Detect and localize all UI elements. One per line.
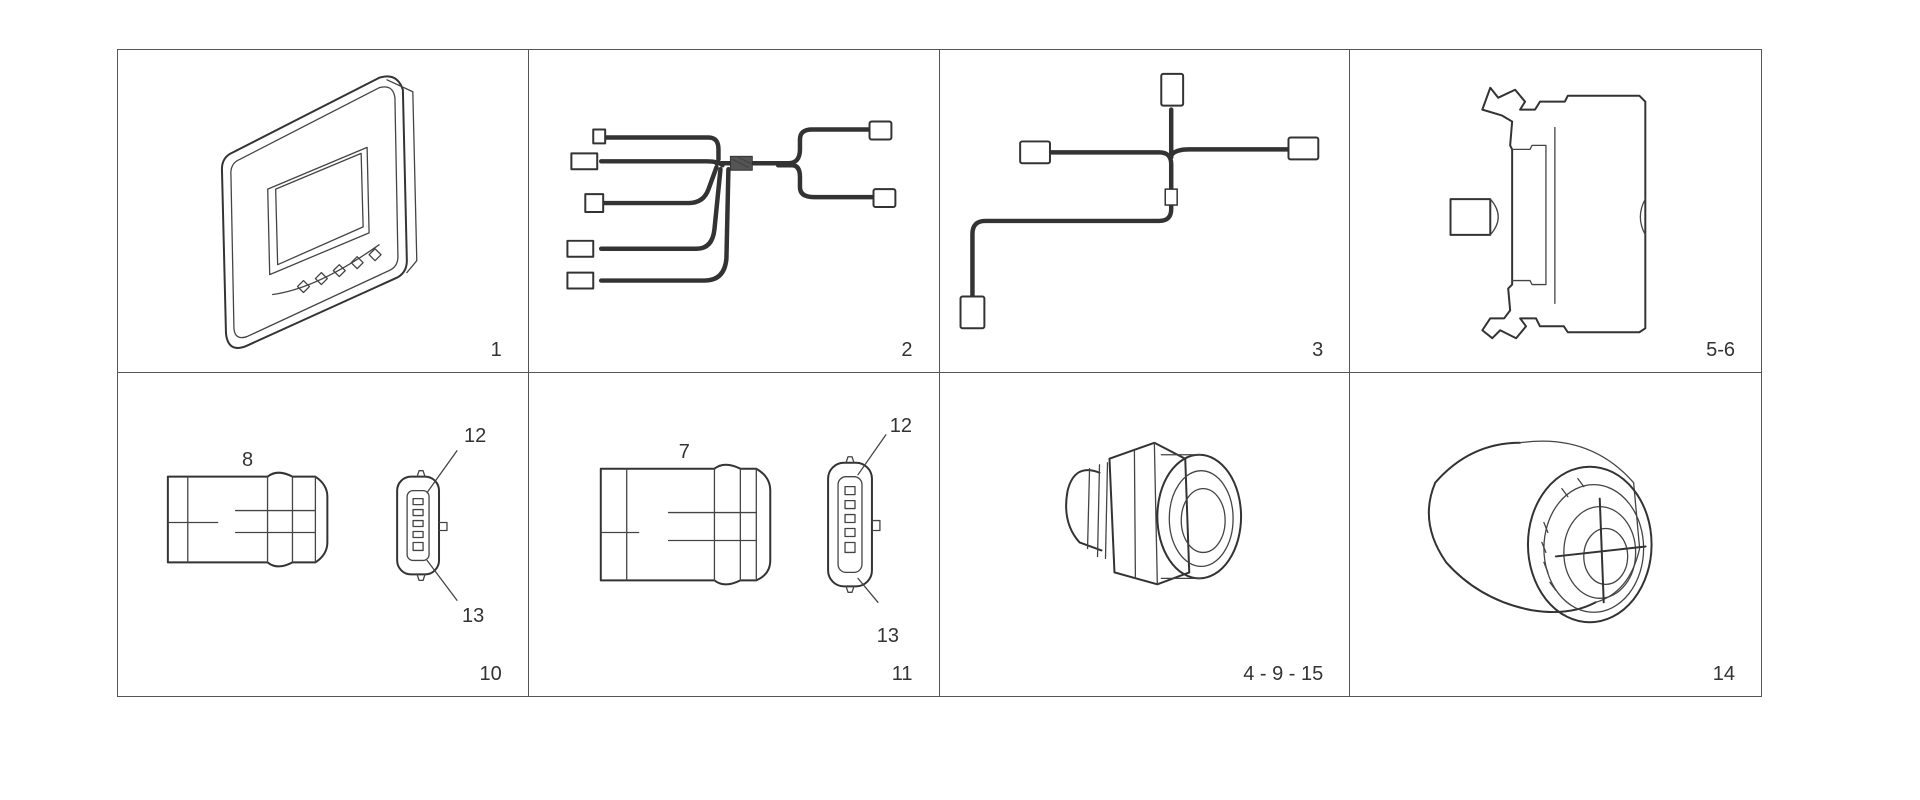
part-cell-din-rail-module: 5-6	[1350, 50, 1761, 373]
display-unit-drawing	[220, 75, 418, 349]
callout-label: 8	[242, 449, 254, 471]
part-number-label: 10	[479, 663, 502, 685]
part-number-label: 11	[891, 663, 913, 685]
part-cell-wiring-harness-a: 2	[528, 50, 940, 373]
callout-label: 12	[464, 425, 487, 447]
part-number-label: 1	[490, 339, 502, 361]
wiring-harness-b-drawing	[959, 72, 1319, 330]
part-number-label: 3	[1312, 339, 1324, 361]
part-number-label: 14	[1712, 663, 1735, 685]
sensor-fitting-drawing	[1064, 441, 1242, 586]
part-number-label: 4 - 9 - 15	[1243, 663, 1324, 685]
part-cell-connector-housing-large: 7 12 13 11	[529, 373, 940, 696]
part-cell-sensor-fitting: 4 - 9 - 15	[940, 373, 1351, 696]
parts-diagram-grid: 1 2	[117, 49, 1762, 697]
din-rail-module-drawing	[1449, 86, 1647, 340]
part-cell-buzzer: 14	[1350, 373, 1761, 696]
wiring-harness-a-drawing	[566, 120, 897, 290]
buzzer-drawing	[1428, 440, 1653, 624]
part-number-label: 2	[901, 339, 913, 361]
connector-housing-small-drawing	[166, 450, 458, 601]
part-cell-display-unit: 1	[118, 50, 529, 373]
callout-label: 13	[876, 625, 899, 647]
callout-label: 12	[889, 415, 912, 437]
display-button-row	[296, 248, 382, 294]
part-cell-wiring-harness-b: 3	[939, 50, 1351, 373]
part-cell-connector-housing-small: 8 12 13 10	[118, 373, 529, 696]
connector-housing-large-drawing	[599, 434, 887, 603]
callout-label: 13	[462, 605, 485, 627]
part-number-label: 5-6	[1706, 339, 1735, 361]
callout-label: 7	[678, 441, 690, 463]
